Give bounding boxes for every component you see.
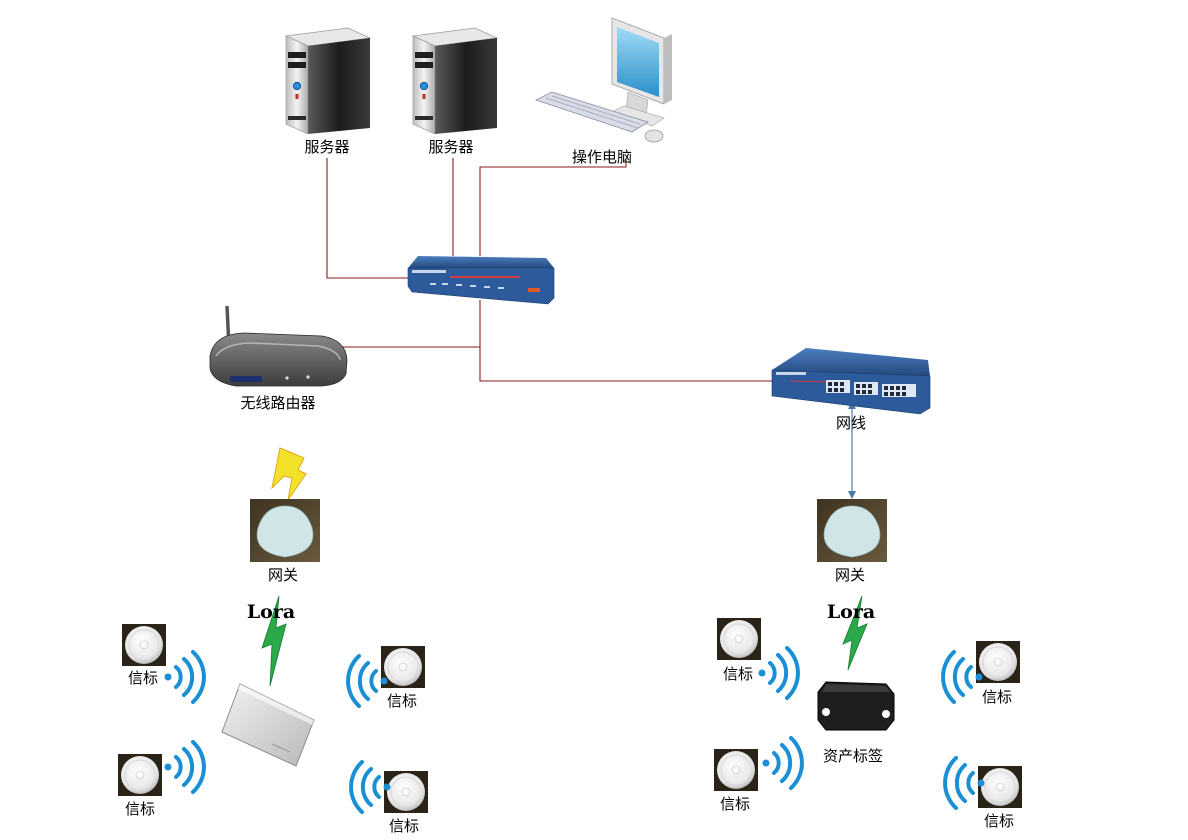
lightning-icon bbox=[842, 595, 868, 671]
gateway-device-icon bbox=[250, 499, 320, 562]
gateway-device-icon bbox=[817, 499, 887, 562]
beacon-label: 信标 bbox=[388, 817, 420, 835]
beacon-label: 信标 bbox=[127, 669, 159, 687]
beacon-label: 信标 bbox=[386, 692, 418, 710]
server-label: 服务器 bbox=[428, 138, 474, 156]
beacon-device bbox=[714, 736, 804, 791]
wireless-router-icon bbox=[209, 305, 348, 387]
wifi-lightning-icon bbox=[271, 447, 307, 501]
beacon-label: 信标 bbox=[722, 665, 754, 683]
beacon-device bbox=[717, 618, 800, 700]
beacon-device bbox=[118, 740, 206, 796]
signal-wave-icon bbox=[758, 646, 800, 700]
server-label: 服务器 bbox=[304, 138, 350, 156]
server-tower-icon bbox=[412, 27, 498, 134]
network-switch-icon bbox=[407, 256, 555, 305]
beacon-icon bbox=[118, 754, 162, 796]
beacon-icon bbox=[978, 766, 1022, 808]
beacon-device bbox=[943, 756, 1022, 810]
ethernet-switch-icon bbox=[771, 348, 931, 415]
beacon-icon bbox=[717, 618, 761, 660]
signal-wave-icon bbox=[164, 740, 206, 794]
cable-lines bbox=[326, 158, 790, 382]
desktop-computer-icon bbox=[534, 17, 672, 143]
beacon-icon bbox=[384, 771, 428, 813]
lora-label: Lora bbox=[826, 601, 876, 623]
beacon-icon bbox=[976, 641, 1020, 683]
signal-wave-icon bbox=[164, 650, 206, 704]
asset-tag-icon bbox=[817, 681, 895, 731]
asset-tag-label: 资产标签 bbox=[822, 747, 884, 765]
server-tower-icon bbox=[285, 27, 371, 134]
operator-pc-label: 操作电脑 bbox=[571, 148, 633, 166]
beacon-icon bbox=[714, 749, 758, 791]
cable-core-switch-trunk bbox=[479, 300, 790, 382]
signal-wave-icon bbox=[762, 736, 804, 790]
cable-pc-core-switch bbox=[479, 160, 627, 256]
lora-label: Lora bbox=[246, 601, 296, 623]
lightning-icon bbox=[261, 595, 287, 687]
gateway-label: 网关 bbox=[834, 566, 866, 584]
beacon-label: 信标 bbox=[983, 812, 1015, 830]
beacon-label: 信标 bbox=[719, 795, 751, 813]
cable-server1-core-switch bbox=[326, 158, 420, 279]
ethernet-cable-label: 网线 bbox=[835, 414, 867, 432]
beacon-label: 信标 bbox=[124, 800, 156, 818]
beacon-device bbox=[349, 760, 428, 814]
wireless-router-label: 无线路由器 bbox=[240, 394, 316, 412]
beacon-device bbox=[122, 624, 206, 704]
badge-card-icon bbox=[221, 683, 315, 767]
beacon-icon bbox=[122, 624, 166, 666]
gateway-label: 网关 bbox=[267, 566, 299, 584]
beacon-label: 信标 bbox=[981, 688, 1013, 706]
beacon-icon bbox=[381, 646, 425, 688]
